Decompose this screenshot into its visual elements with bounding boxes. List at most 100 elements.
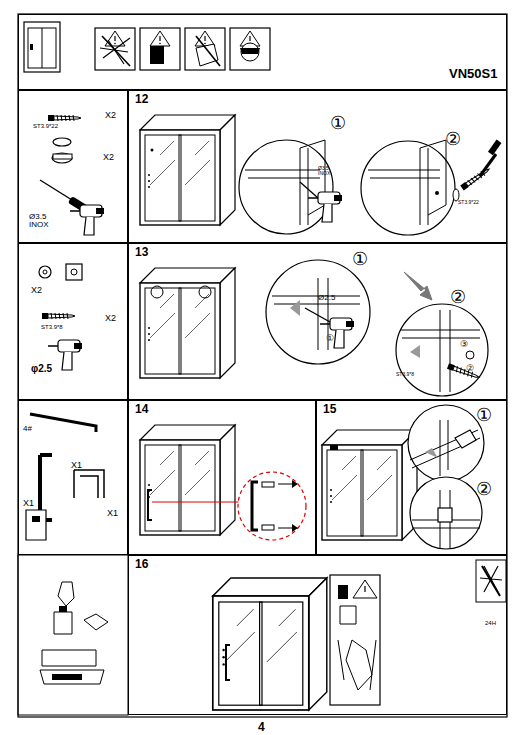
step14-illustration-part (262, 482, 274, 487)
parts-step13-part (43, 270, 47, 274)
panel-text: 14 (135, 403, 148, 416)
parts-step14-15 (26, 414, 104, 540)
step12-illustration (140, 115, 501, 235)
step16-illustration-part (364, 586, 365, 592)
header-icons-part (95, 28, 135, 70)
header-icons-part (230, 28, 270, 70)
panel-text: X2 (105, 111, 116, 120)
step13-illustration-part (305, 308, 330, 322)
panel-text: φ2.5 (31, 364, 52, 375)
step12-illustration-part (488, 140, 502, 156)
panel-text: X1 (23, 499, 34, 508)
panel-text: 15 (323, 403, 336, 416)
callout-label: ② (466, 364, 474, 373)
step12-illustration-part (140, 115, 235, 225)
parts-step13-part (48, 340, 82, 370)
step16-illustration-part (346, 640, 372, 690)
header-icons-part (241, 43, 259, 61)
step13-illustration-part (466, 351, 474, 359)
step16-illustration-part (338, 640, 376, 690)
parts-step13-part (71, 269, 77, 275)
step13-illustration-part (404, 272, 432, 300)
step12-illustration-part (308, 192, 342, 222)
step16-illustration-part (330, 575, 380, 705)
step15-illustration-part (410, 477, 482, 549)
step12-illustration-part (435, 191, 439, 195)
callout-label: ST3.9*22 (458, 200, 479, 205)
panel-box: 16 (128, 555, 507, 715)
panel-text: Ø3.5 INOX (29, 213, 63, 230)
callout-label: ① (352, 250, 368, 268)
callout-label: ③ (460, 340, 468, 349)
panel-text: 13 (135, 246, 148, 259)
step16-illustration-part (482, 566, 500, 596)
parts-step13-part (39, 266, 51, 278)
parts-step14-15-part (26, 510, 46, 540)
parts-step14-15-part (32, 516, 40, 522)
parts-step16-part (42, 650, 96, 666)
step13-illustration-part (151, 286, 163, 298)
step14-illustration (140, 425, 306, 540)
panel-box: ST3.9*22X2X2Ø3.5 INOX (18, 90, 128, 243)
parts-step16-part (59, 606, 67, 612)
panel-text: X2 (31, 286, 42, 295)
header-icons-part (24, 22, 60, 72)
header-icons-part (150, 46, 164, 64)
step16-illustration-part (213, 578, 327, 710)
panel-text: 16 (135, 558, 148, 571)
step16-illustration-part (353, 580, 377, 598)
step16-illustration-part (226, 645, 230, 680)
step12-illustration-part (361, 141, 455, 235)
step12-illustration-part (480, 154, 496, 176)
step12-illustration-part (151, 149, 154, 152)
parts-step16-part (52, 674, 82, 680)
step14-illustration-part (238, 472, 306, 540)
step16-illustration-part (340, 606, 356, 624)
step14-illustration-part (262, 525, 274, 530)
header-icons-part (28, 28, 56, 68)
parts-step12-part (53, 154, 72, 159)
step15-illustration-part (410, 420, 480, 476)
parts-step14-15-part (74, 470, 104, 498)
header-icons-part (140, 28, 180, 70)
callout-label: 24H (485, 620, 496, 626)
step16-illustration (213, 560, 506, 710)
step15-illustration-part (425, 448, 438, 458)
step16-illustration-part (476, 560, 506, 602)
step13-illustration-part (199, 286, 211, 298)
callout-label: ① (330, 114, 346, 132)
parts-step13 (39, 264, 82, 370)
panel-text: 4# (23, 425, 32, 433)
step12-illustration-part (368, 140, 446, 225)
step13-illustration-part (272, 278, 360, 350)
page-frame (18, 14, 507, 717)
step15-illustration-part (330, 445, 338, 450)
step14-illustration-part (148, 490, 152, 520)
parts-step12-part (70, 205, 104, 235)
parts-step14-15-part (30, 414, 96, 432)
step13-illustration-part (320, 318, 354, 348)
panel-text: 12 (135, 93, 148, 106)
parts-step16-part (58, 582, 74, 606)
step15-illustration-part (322, 430, 417, 540)
parts-step12-part (52, 153, 72, 163)
callout-label: ST3.9*8 (396, 372, 414, 377)
step13-illustration-part (266, 260, 370, 364)
parts-step16 (40, 582, 108, 684)
panel-box: 12 (128, 90, 507, 243)
callout-label: Ø3.5 INOX (318, 166, 336, 176)
header-icons-part (30, 44, 33, 50)
header-icons (24, 22, 270, 72)
panel-box: 4#X1X1X1 (18, 400, 128, 555)
callout-label: ① (326, 334, 334, 343)
parts-step13-part (42, 313, 75, 319)
callout-label: ② (445, 130, 461, 148)
parts-step13-part (66, 264, 82, 280)
callout-label: ② (476, 480, 492, 498)
step13-illustration-part (447, 363, 480, 380)
step13-illustration-part (290, 300, 300, 316)
panel-text: X1 (107, 509, 118, 518)
parts-step16-part (84, 614, 108, 630)
step15-illustration-part (455, 430, 476, 448)
